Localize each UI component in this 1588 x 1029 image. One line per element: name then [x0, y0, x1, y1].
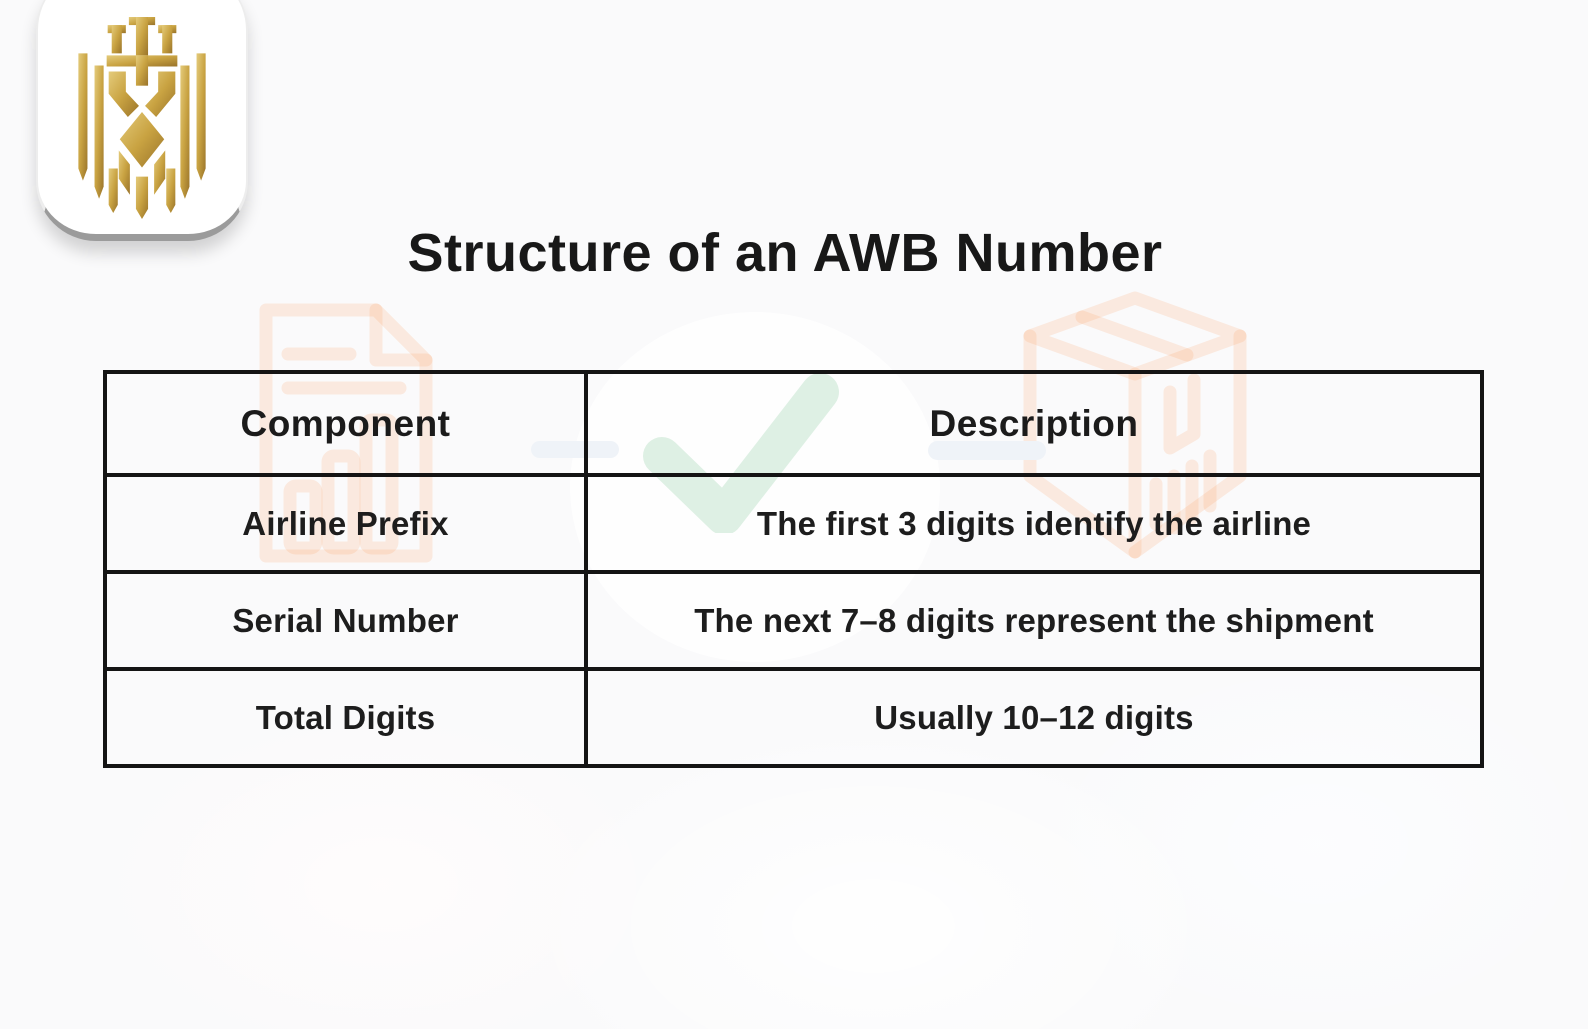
- cell-description: Usually 10–12 digits: [584, 667, 1484, 768]
- header-component: Component: [103, 370, 588, 477]
- awb-structure-table: Component Description Airline Prefix The…: [103, 370, 1484, 768]
- cell-component: Serial Number: [103, 570, 588, 671]
- table-row: Serial Number The next 7–8 digits repres…: [103, 570, 1484, 671]
- brand-logo-tile: [36, 0, 248, 241]
- cell-description: The first 3 digits identify the airline: [584, 473, 1484, 574]
- gold-lion-emblem-icon: [78, 17, 206, 219]
- table-header-row: Component Description: [103, 370, 1484, 477]
- page-title: Structure of an AWB Number: [407, 223, 1163, 283]
- cell-component: Total Digits: [103, 667, 588, 768]
- header-description: Description: [584, 370, 1484, 477]
- cell-component: Airline Prefix: [103, 473, 588, 574]
- table-row: Airline Prefix The first 3 digits identi…: [103, 473, 1484, 574]
- table-row: Total Digits Usually 10–12 digits: [103, 667, 1484, 768]
- cell-description: The next 7–8 digits represent the shipme…: [584, 570, 1484, 671]
